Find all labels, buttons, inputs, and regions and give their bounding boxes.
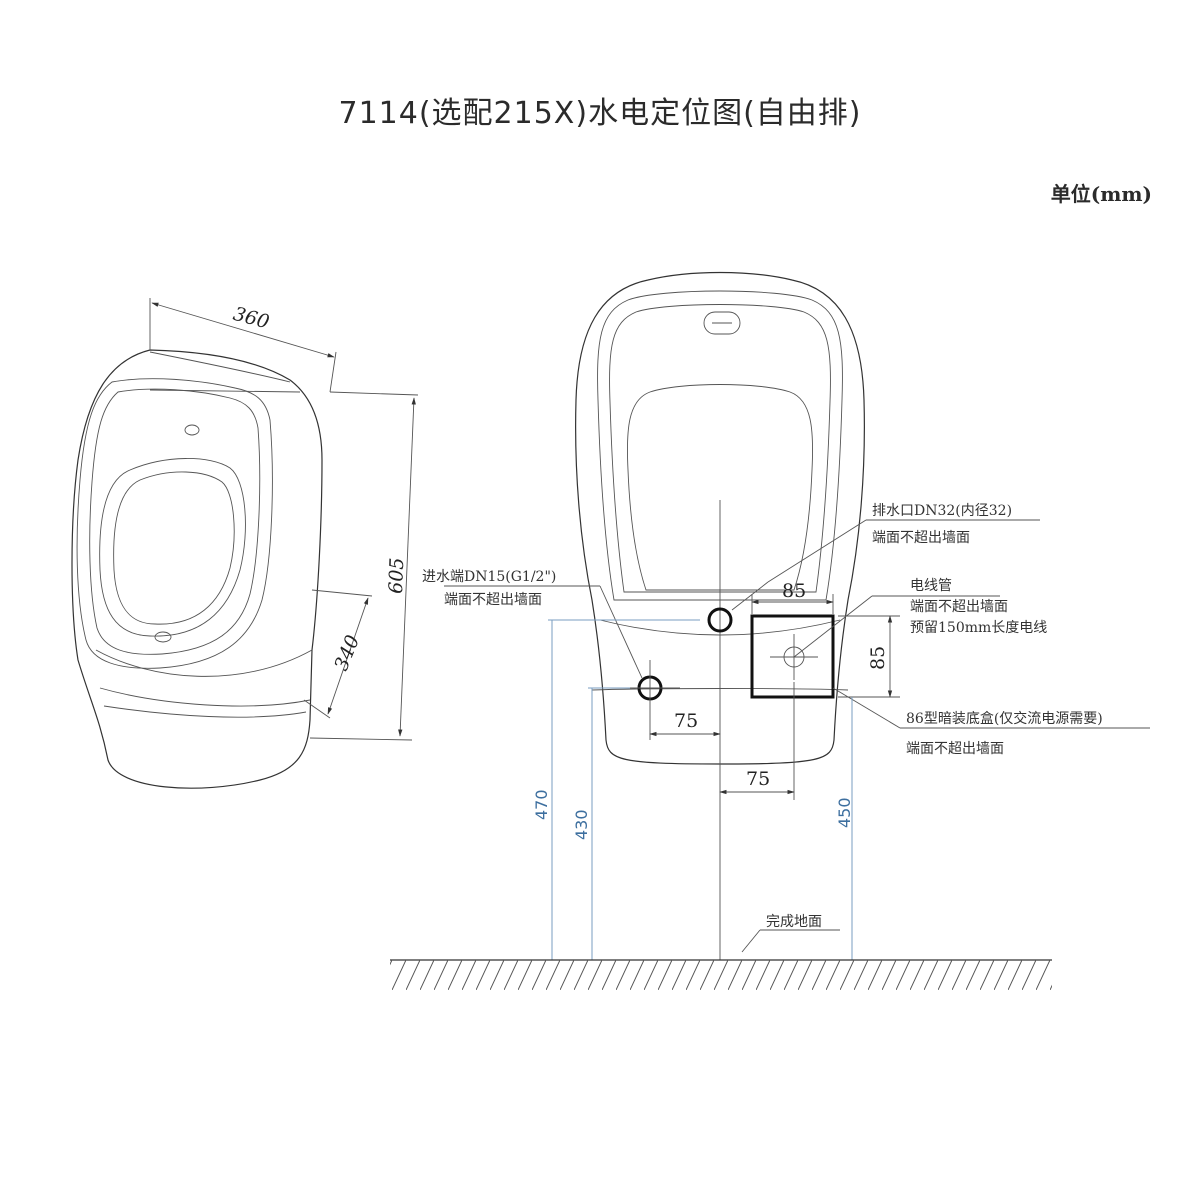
dim-85h-label: 85: [867, 646, 889, 670]
dim-85w-label: 85: [782, 580, 806, 602]
urinal-outline: [71, 349, 323, 789]
front-rim-inner: [609, 304, 831, 593]
drain-label-2: 端面不超出墙面: [872, 530, 970, 546]
dim-470-label: 470: [532, 789, 551, 820]
front-rim-outer: [597, 290, 843, 601]
waist-line-1: [95, 649, 313, 677]
dim-430-label: 430: [572, 809, 591, 840]
dim-360-line: [151, 302, 335, 358]
bowl-core: [113, 471, 235, 625]
front-elevation: 排水口DN32(内径32) 端面不超出墙面 进水端DN15(G1/2") 端面不…: [390, 271, 1150, 990]
dim-340-ext-top: [311, 589, 373, 597]
dim-340-ext-bottom: [303, 699, 331, 719]
dim-605-line: [398, 397, 416, 737]
electrical-box: [750, 614, 835, 699]
conduit-label-1: 电线管: [910, 578, 952, 594]
dim-75-conduit-label: 75: [746, 768, 770, 790]
inlet-label-2: 端面不超出墙面: [444, 592, 542, 608]
drain-leader-a: [731, 581, 769, 611]
dim-340-label: 340: [330, 632, 364, 674]
front-body-outline: [575, 271, 865, 765]
floor-label: 完成地面: [766, 914, 822, 930]
drain-leader-b: [767, 519, 867, 583]
drain-label-1: 排水口DN32(内径32): [872, 503, 1012, 519]
waist-line-3: [103, 705, 307, 718]
front-bowl: [626, 384, 814, 591]
conduit-label-3: 预留150mm长度电线: [910, 620, 1047, 636]
dim-605-ext-top: [329, 391, 419, 396]
dim-340-line: [327, 597, 369, 715]
bowl-inner: [99, 458, 246, 637]
floor-leader-a: [741, 929, 761, 953]
dim-75-inlet-label: 75: [674, 710, 698, 732]
top-cover-line: [149, 389, 301, 393]
box-label-1: 86型暗装底盒(仅交流电源需要): [906, 710, 1103, 727]
drain-hole: [154, 631, 172, 643]
flush-hole: [184, 424, 200, 436]
inlet-label-1: 进水端DN15(G1/2"): [422, 569, 556, 585]
drain-pipe: [707, 607, 733, 633]
page-title: 7114(选配215X)水电定位图(自由排): [338, 96, 862, 131]
dim-605-ext-bottom: [309, 737, 413, 741]
rim-outer: [76, 378, 273, 669]
left-perspective-view: 360 605 340: [71, 298, 419, 789]
inlet-leader-a: [599, 585, 643, 679]
floor-hatch: [390, 960, 1052, 990]
dim-360-label: 360: [231, 303, 272, 334]
dim-450-label: 450: [835, 797, 854, 828]
dim-605-label: 605: [385, 557, 408, 594]
conduit-leader-a: [793, 595, 873, 658]
unit-label: 单位(mm): [1050, 182, 1152, 206]
box-leader-a: [832, 687, 901, 729]
box-label-2: 端面不超出墙面: [906, 741, 1004, 757]
dim-360-ext-right: [329, 351, 337, 393]
flush-sensor: [703, 311, 741, 335]
conduit-label-2: 端面不超出墙面: [910, 599, 1008, 615]
rim-inner: [89, 388, 261, 655]
waist-line-2: [99, 687, 311, 707]
